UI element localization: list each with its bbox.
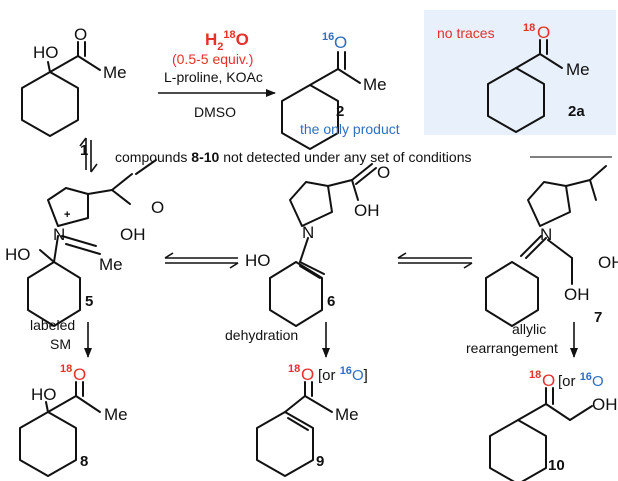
equilibrium-arrow-5-6 <box>164 252 239 269</box>
atom-me: Me <box>335 405 359 424</box>
reagent-equiv: (0.5-5 equiv.) <box>172 51 253 67</box>
atom-o: O <box>73 365 86 384</box>
atom-me: Me <box>104 405 128 424</box>
atom-o: O <box>151 198 164 217</box>
compound-10-structure: 18 O OH <box>489 369 618 481</box>
compound-label-8: 8 <box>80 453 88 470</box>
atom-ho: HO <box>33 43 59 62</box>
atom-me: Me <box>566 60 590 79</box>
atom-o: O <box>334 33 347 52</box>
compound-5-structure: N + O OH HO Me <box>5 159 164 327</box>
atom-n: N <box>53 225 65 244</box>
compound-label-10: 10 <box>548 457 565 474</box>
compound-7-structure: N OH OH <box>485 165 618 327</box>
or-16o-note-9: [or 16O] <box>318 365 368 384</box>
atom-o: O <box>377 163 390 182</box>
isotope-18-label: 18 <box>523 22 535 34</box>
atom-me: Me <box>99 255 123 274</box>
atom-o: O <box>537 23 550 42</box>
atom-oh: OH <box>564 285 590 304</box>
atom-me: Me <box>363 75 387 94</box>
path-label-rearrangement: rearrangement <box>466 340 558 356</box>
path-label-sm: SM <box>50 336 71 352</box>
compound-label-2a: 2a <box>568 103 585 120</box>
atom-oh: OH <box>592 395 618 414</box>
not-detected-note: compounds 8-10 not detected under any se… <box>115 149 471 165</box>
reagent-catalyst: L-proline, KOAc <box>164 69 263 85</box>
compound-label-9: 9 <box>316 453 324 470</box>
reagent-water: H218O <box>205 29 249 53</box>
compound-2-structure: 16 O Me <box>281 31 387 150</box>
reagent-solvent: DMSO <box>194 104 236 120</box>
atom-n: N <box>302 223 314 242</box>
isotope-18-label: 18 <box>60 363 72 375</box>
atom-ho: HO <box>5 245 31 264</box>
compound-9-structure: 18 O Me <box>256 363 359 477</box>
compound-label-6: 6 <box>327 293 335 310</box>
isotope-18-label: 18 <box>288 363 300 375</box>
path-label-allylic: allylic <box>512 321 546 337</box>
atom-oh: OH <box>598 253 618 272</box>
equilibrium-arrow-1-5 <box>79 137 98 173</box>
compound-2a-structure: 18 O Me <box>487 22 590 133</box>
equilibrium-arrow-6-7 <box>397 252 473 269</box>
atom-n: N <box>540 225 552 244</box>
no-traces-note: no traces <box>437 25 495 41</box>
atom-ho: HO <box>31 385 57 404</box>
atom-o: O <box>74 25 87 44</box>
atom-oh: OH <box>120 225 146 244</box>
plus-charge: + <box>64 209 70 221</box>
atom-o: O <box>301 365 314 384</box>
atom-o: O <box>542 371 555 390</box>
no-traces-box <box>424 10 616 135</box>
compound-8-structure: 18 O HO Me <box>19 363 128 477</box>
isotope-16-label: 16 <box>322 31 334 43</box>
atom-me: Me <box>103 63 127 82</box>
compound-label-7: 7 <box>594 309 602 326</box>
compound-label-1: 1 <box>80 142 88 159</box>
atom-oh: OH <box>354 201 380 220</box>
path-label-labeled: labeled <box>30 317 75 333</box>
isotope-18-label: 18 <box>529 369 541 381</box>
compound-label-2: 2 <box>336 103 344 120</box>
atom-ho: HO <box>245 251 271 270</box>
compound-1-structure: HO O Me <box>21 25 127 137</box>
compound-6-structure: N O OH HO <box>245 163 390 327</box>
path-label-dehydration: dehydration <box>225 327 298 343</box>
only-product-note: the only product <box>300 121 400 137</box>
or-16o-note-10: [or 16O <box>558 371 604 390</box>
compound-label-5: 5 <box>85 293 93 310</box>
